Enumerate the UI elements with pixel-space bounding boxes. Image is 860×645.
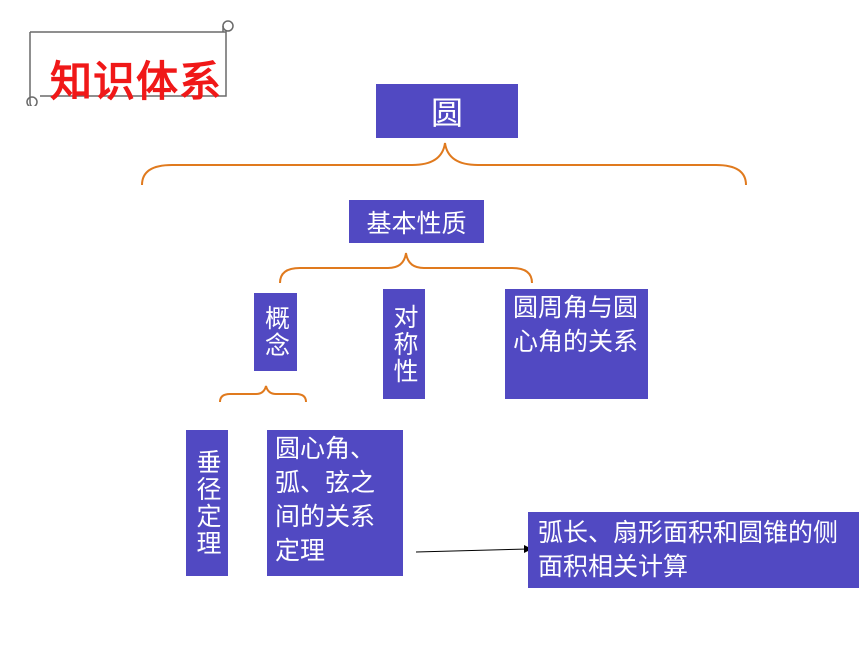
basic-properties-label: 基本性质: [366, 208, 467, 238]
arc-chord-theorem-node: 圆心角、弧、弦之间的关系定理: [267, 430, 403, 576]
page-title: 知识体系: [50, 57, 223, 106]
symmetry-node: 对称性: [383, 289, 425, 399]
perpendicular-diameter-label: 垂径定理: [193, 449, 222, 557]
properties-brace: [279, 252, 533, 284]
arc-length-area-label: 弧长、扇形面积和圆锥的侧面积相关计算: [538, 518, 839, 581]
symmetry-label: 对称性: [390, 303, 419, 385]
root-label: 圆: [430, 94, 463, 132]
concept-label: 概念: [261, 305, 291, 359]
root-brace: [141, 142, 747, 186]
scroll-frame-icon: [26, 20, 234, 106]
inscribed-angle-node: 圆周角与圆心角的关系: [505, 289, 648, 399]
concept-node: 概念: [254, 293, 297, 371]
perpendicular-diameter-node: 垂径定理: [186, 430, 228, 576]
root-node: 圆: [376, 84, 518, 138]
arc-length-area-node: 弧长、扇形面积和圆锥的侧面积相关计算: [528, 512, 859, 588]
inscribed-angle-label: 圆周角与圆心角的关系: [513, 293, 639, 356]
arrow-line: [415, 548, 529, 553]
concept-brace: [219, 385, 307, 403]
title-banner: 知识体系: [20, 18, 238, 106]
basic-properties-node: 基本性质: [349, 200, 484, 243]
arc-chord-theorem-label: 圆心角、弧、弦之间的关系定理: [275, 434, 376, 565]
